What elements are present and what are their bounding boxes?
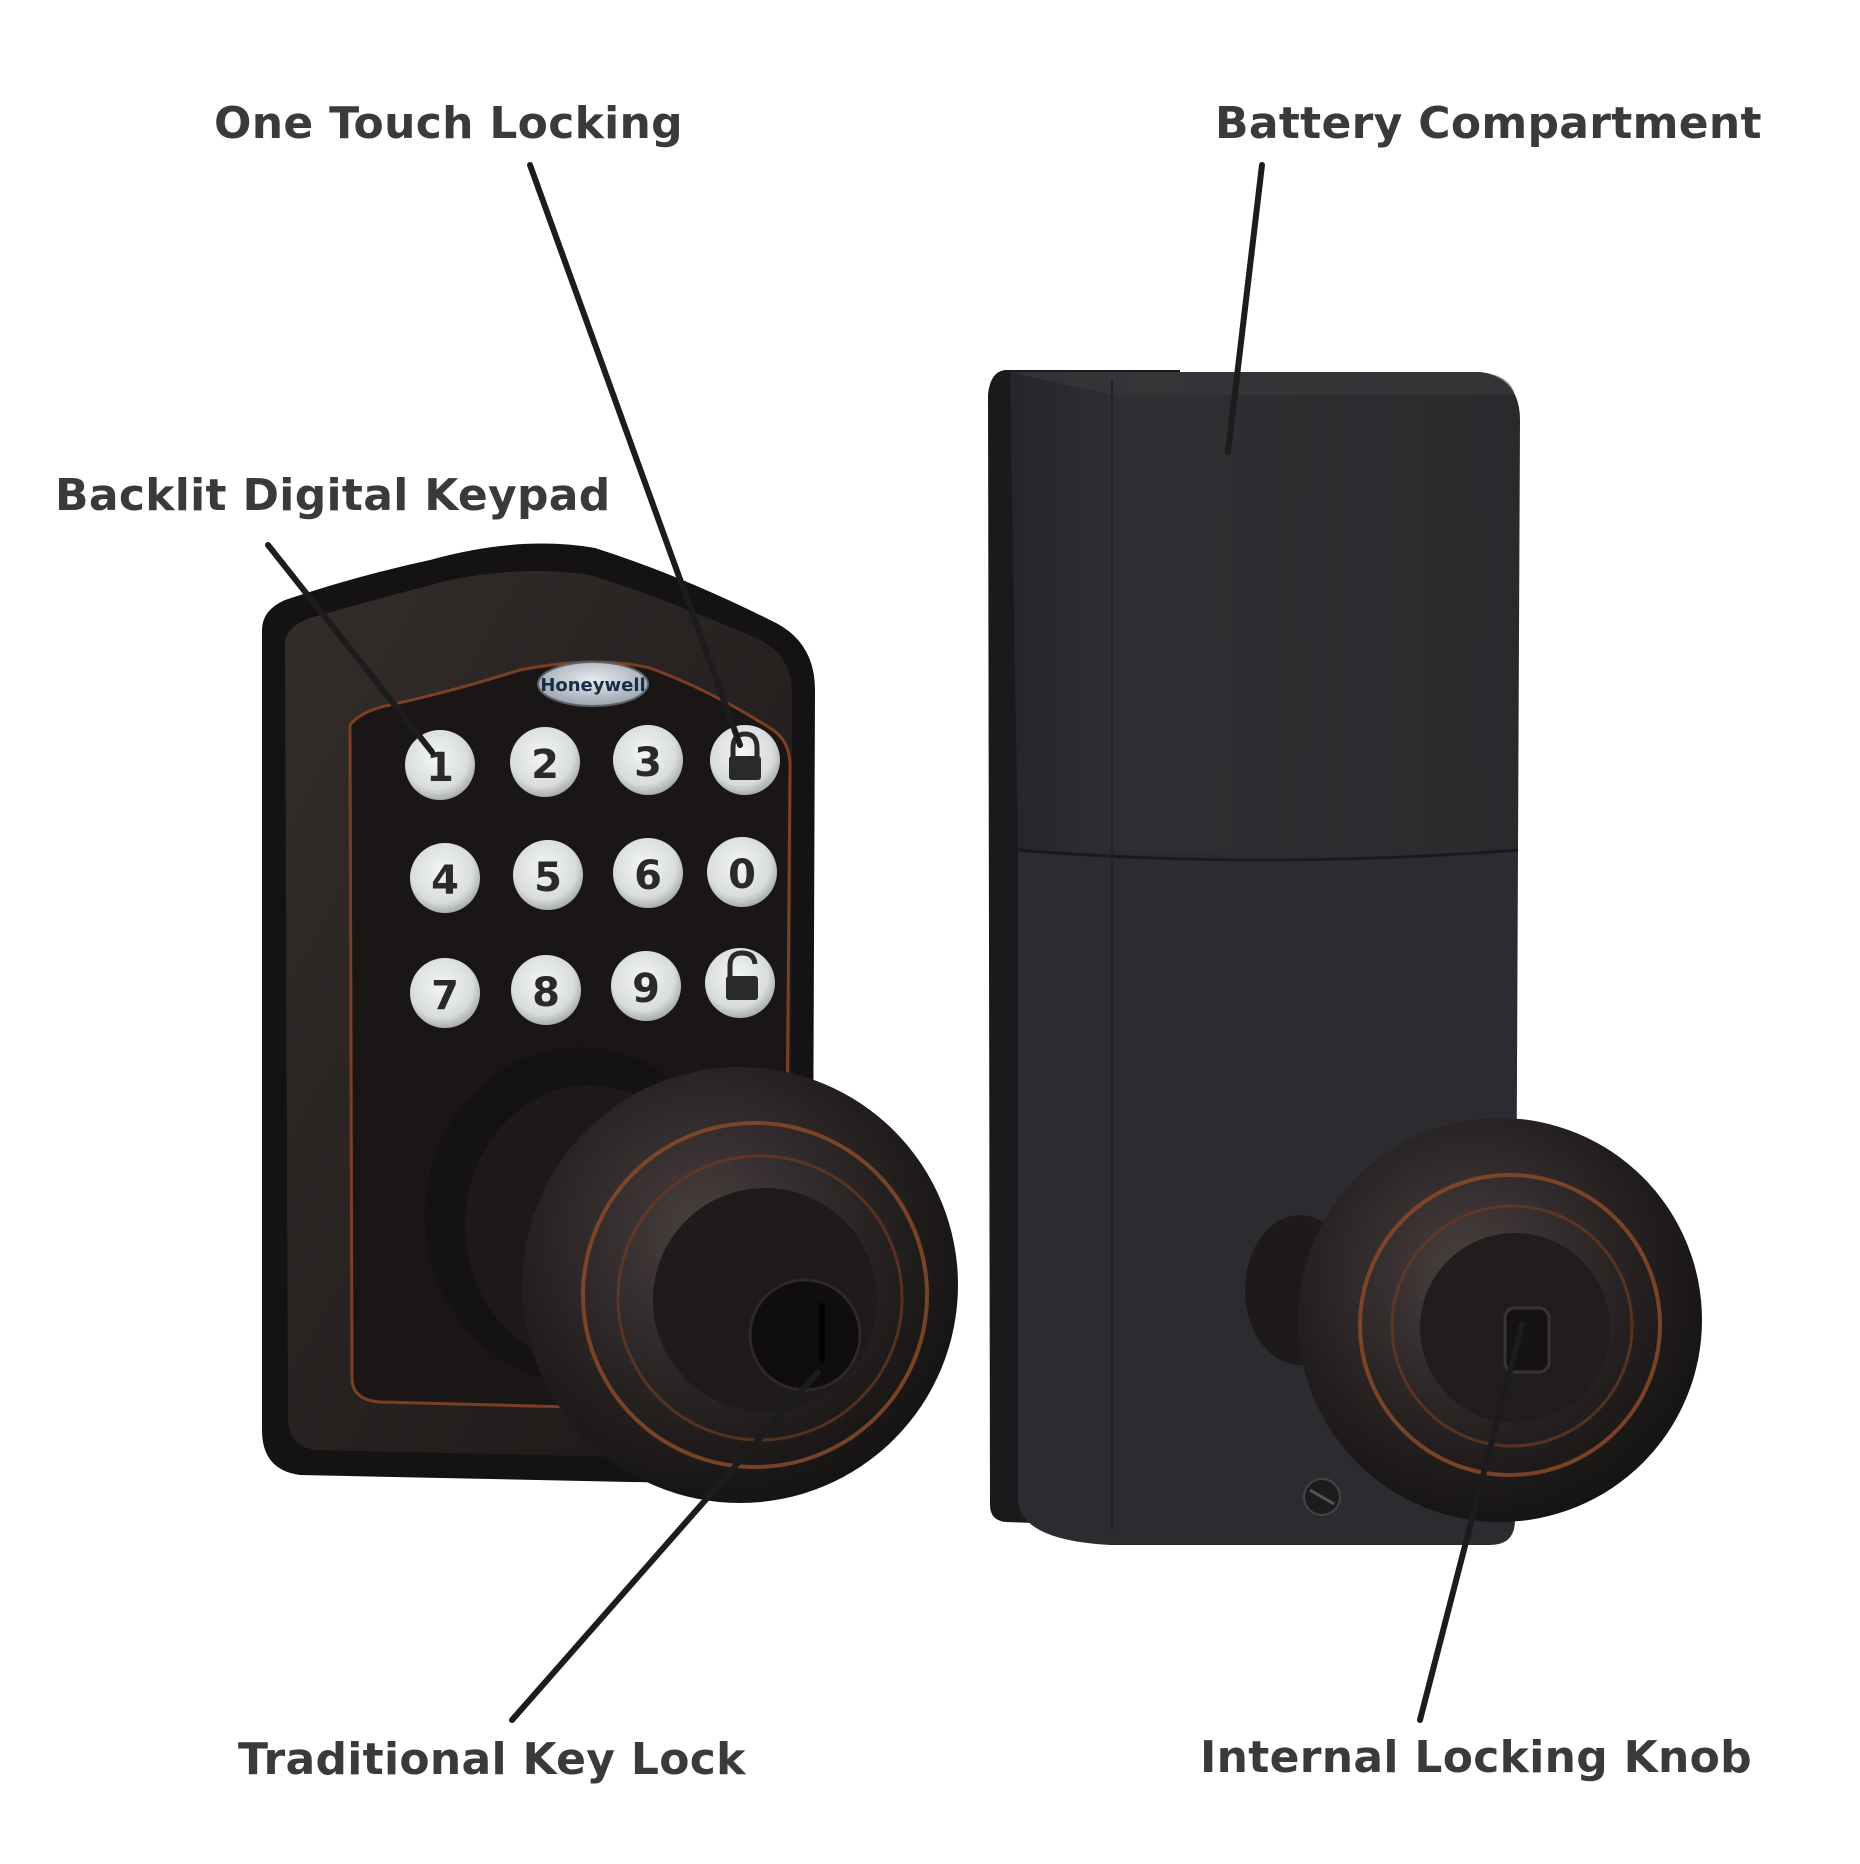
- svg-text:7: 7: [431, 973, 459, 1019]
- key-0[interactable]: 0: [707, 837, 777, 907]
- key-1[interactable]: 1: [405, 730, 475, 800]
- unlock-icon: [726, 950, 758, 1000]
- keyhole-icon: [748, 1278, 862, 1392]
- leader-battery-compartment: [1225, 162, 1265, 455]
- traditional-key-lock-label: Traditional Key Lock: [238, 1734, 746, 1785]
- battery-compartment-label: Battery Compartment: [1215, 98, 1762, 149]
- keypad: 1 2 3 4: [405, 725, 780, 1028]
- honeywell-logo: Honeywell: [540, 675, 645, 696]
- svg-text:6: 6: [634, 853, 662, 899]
- key-9[interactable]: 9: [611, 951, 681, 1021]
- leader-one-touch-locking: [527, 162, 743, 748]
- lock-icon: [729, 731, 761, 780]
- unlock-key[interactable]: [705, 948, 775, 1018]
- svg-text:5: 5: [534, 855, 562, 901]
- key-8[interactable]: 8: [511, 955, 581, 1025]
- svg-text:3: 3: [634, 740, 662, 786]
- one-touch-lock-key[interactable]: [710, 725, 780, 795]
- svg-text:2: 2: [531, 742, 559, 788]
- key-6[interactable]: 6: [613, 838, 683, 908]
- leader-backlit-keypad: [265, 542, 435, 755]
- key-5[interactable]: 5: [513, 840, 583, 910]
- exterior-knob: [522, 1067, 958, 1503]
- battery-unit: [988, 370, 1702, 1545]
- internal-locking-knob-label: Internal Locking Knob: [1200, 1732, 1752, 1783]
- leader-traditional-key-lock: [509, 1369, 821, 1723]
- key-7[interactable]: 7: [410, 958, 480, 1028]
- key-4[interactable]: 4: [410, 843, 480, 913]
- one-touch-locking-label: One Touch Locking: [214, 98, 683, 149]
- svg-text:0: 0: [728, 852, 756, 898]
- svg-text:4: 4: [431, 858, 459, 904]
- svg-text:9: 9: [632, 966, 660, 1012]
- leader-internal-locking-knob: [1417, 1322, 1525, 1723]
- key-3[interactable]: 3: [613, 725, 683, 795]
- key-2[interactable]: 2: [510, 727, 580, 797]
- callout-leaders: [265, 162, 1525, 1723]
- svg-text:8: 8: [532, 970, 560, 1016]
- keypad-unit: Honeywell 1 2 3: [262, 543, 958, 1503]
- battery-compartment-cover: [1010, 372, 1520, 850]
- backlit-digital-keypad-label: Backlit Digital Keypad: [55, 470, 611, 521]
